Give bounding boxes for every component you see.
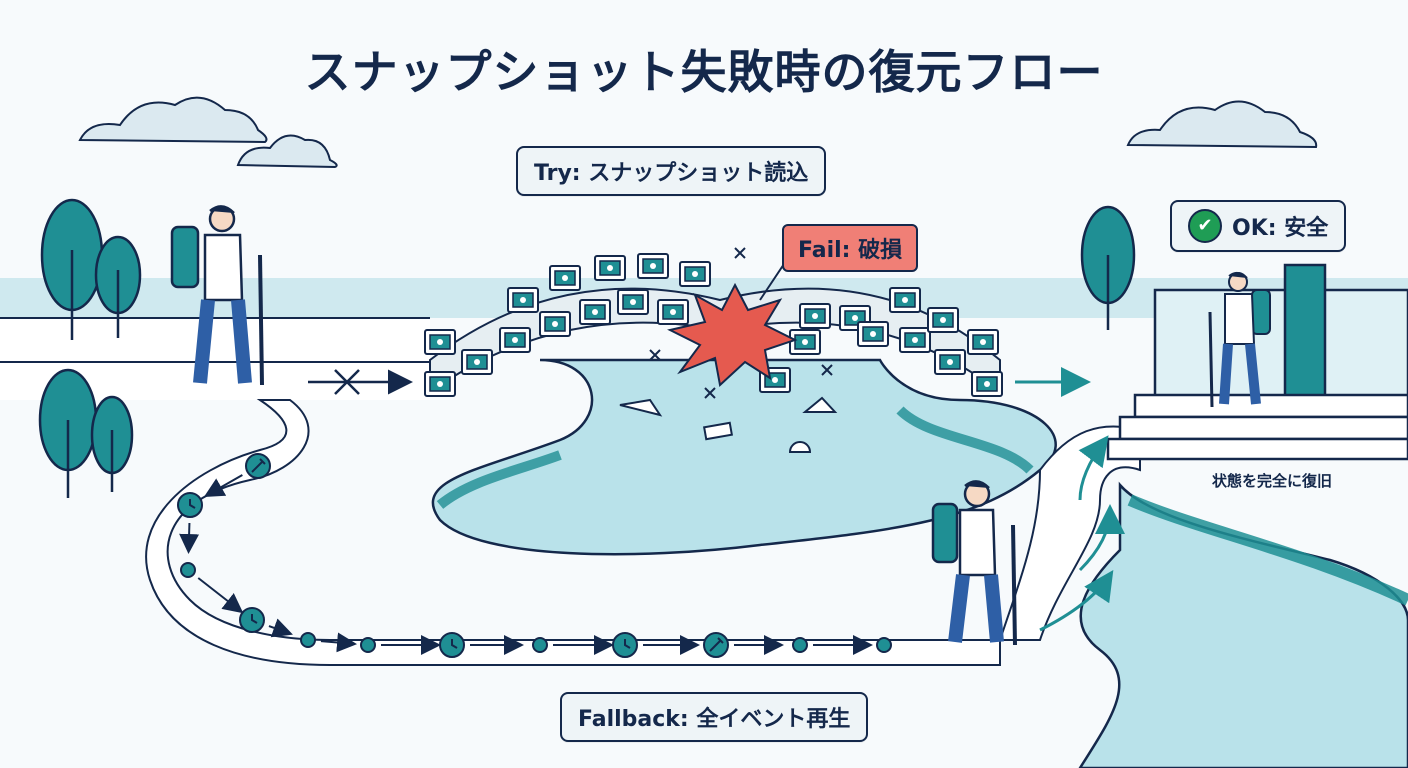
clock-icon [239,607,265,633]
photo-frame-icon [899,327,931,353]
safe-platform [1106,263,1408,461]
event-arrow [203,474,243,498]
photo-frame-icon [617,289,649,315]
tree-group-left [38,198,142,498]
event-replay-chain [177,453,892,658]
photo-frame-icon [857,321,889,347]
page-title: スナップショット失敗時の復元フロー [304,45,1104,99]
upper-trail [0,318,430,400]
photo-frame-icon [507,287,539,313]
photo-frame-icon [799,303,831,329]
event-node [876,637,892,653]
hiker-start [170,205,264,386]
event-node [300,632,316,648]
river-right [1078,481,1408,768]
photo-frame-icon [424,371,456,397]
fallback-trail [145,399,1001,666]
ok-label: ✔ OK: 安全 [1170,200,1347,252]
photo-frame-icon [679,261,711,287]
hiker-fallback [931,480,1017,646]
clock-icon [612,632,638,658]
photo-frame-icon [579,299,611,325]
event-arrow [268,618,293,638]
restore-caption: 状態を完全に復旧 [1212,472,1333,490]
try-label: Try: スナップショット読込 [516,146,827,196]
photo-frame-icon [549,265,581,291]
check-circle-icon: ✔ [1188,209,1222,243]
fail-label: Fail: 破損 [782,224,919,272]
photo-frame-icon [539,311,571,337]
cloud-left [78,96,338,169]
wreckage [619,396,838,453]
fallback-label: Fallback: 全イベント再生 [560,692,869,742]
event-node [360,637,376,653]
photo-frame-icon [967,329,999,355]
clock-icon [177,492,203,518]
hiker-safe [1208,272,1271,408]
photo-frame-icon [927,307,959,333]
lake [431,358,1057,556]
photo-frame-icon [657,299,689,325]
photo-frame-icon [499,327,531,353]
photo-frame-icon [971,371,1003,397]
tree-right [1080,205,1136,330]
fail-burst-icon [667,282,798,387]
photo-frame-icon [889,287,921,313]
event-arrow [320,632,358,653]
photo-frame-icon [461,349,493,375]
ascend-arrows [1039,435,1125,632]
photo-frame-icon [424,329,456,355]
failure-x-marks [649,247,833,399]
event-arrow [179,522,200,555]
photo-frame-icon [637,253,669,279]
clock-icon [439,632,465,658]
event-node [792,637,808,653]
event-node [532,637,548,653]
cloud-right [1126,100,1318,149]
photo-frame-icon [789,329,821,355]
wrench-icon [703,632,729,658]
wrench-icon [245,453,271,479]
event-arrow [197,577,244,614]
event-node [180,562,196,578]
photo-frame-icon [934,349,966,375]
photo-frame-icon [594,255,626,281]
ok-label-text: OK: 安全 [1232,216,1329,241]
snapshot-frames [424,253,1003,397]
